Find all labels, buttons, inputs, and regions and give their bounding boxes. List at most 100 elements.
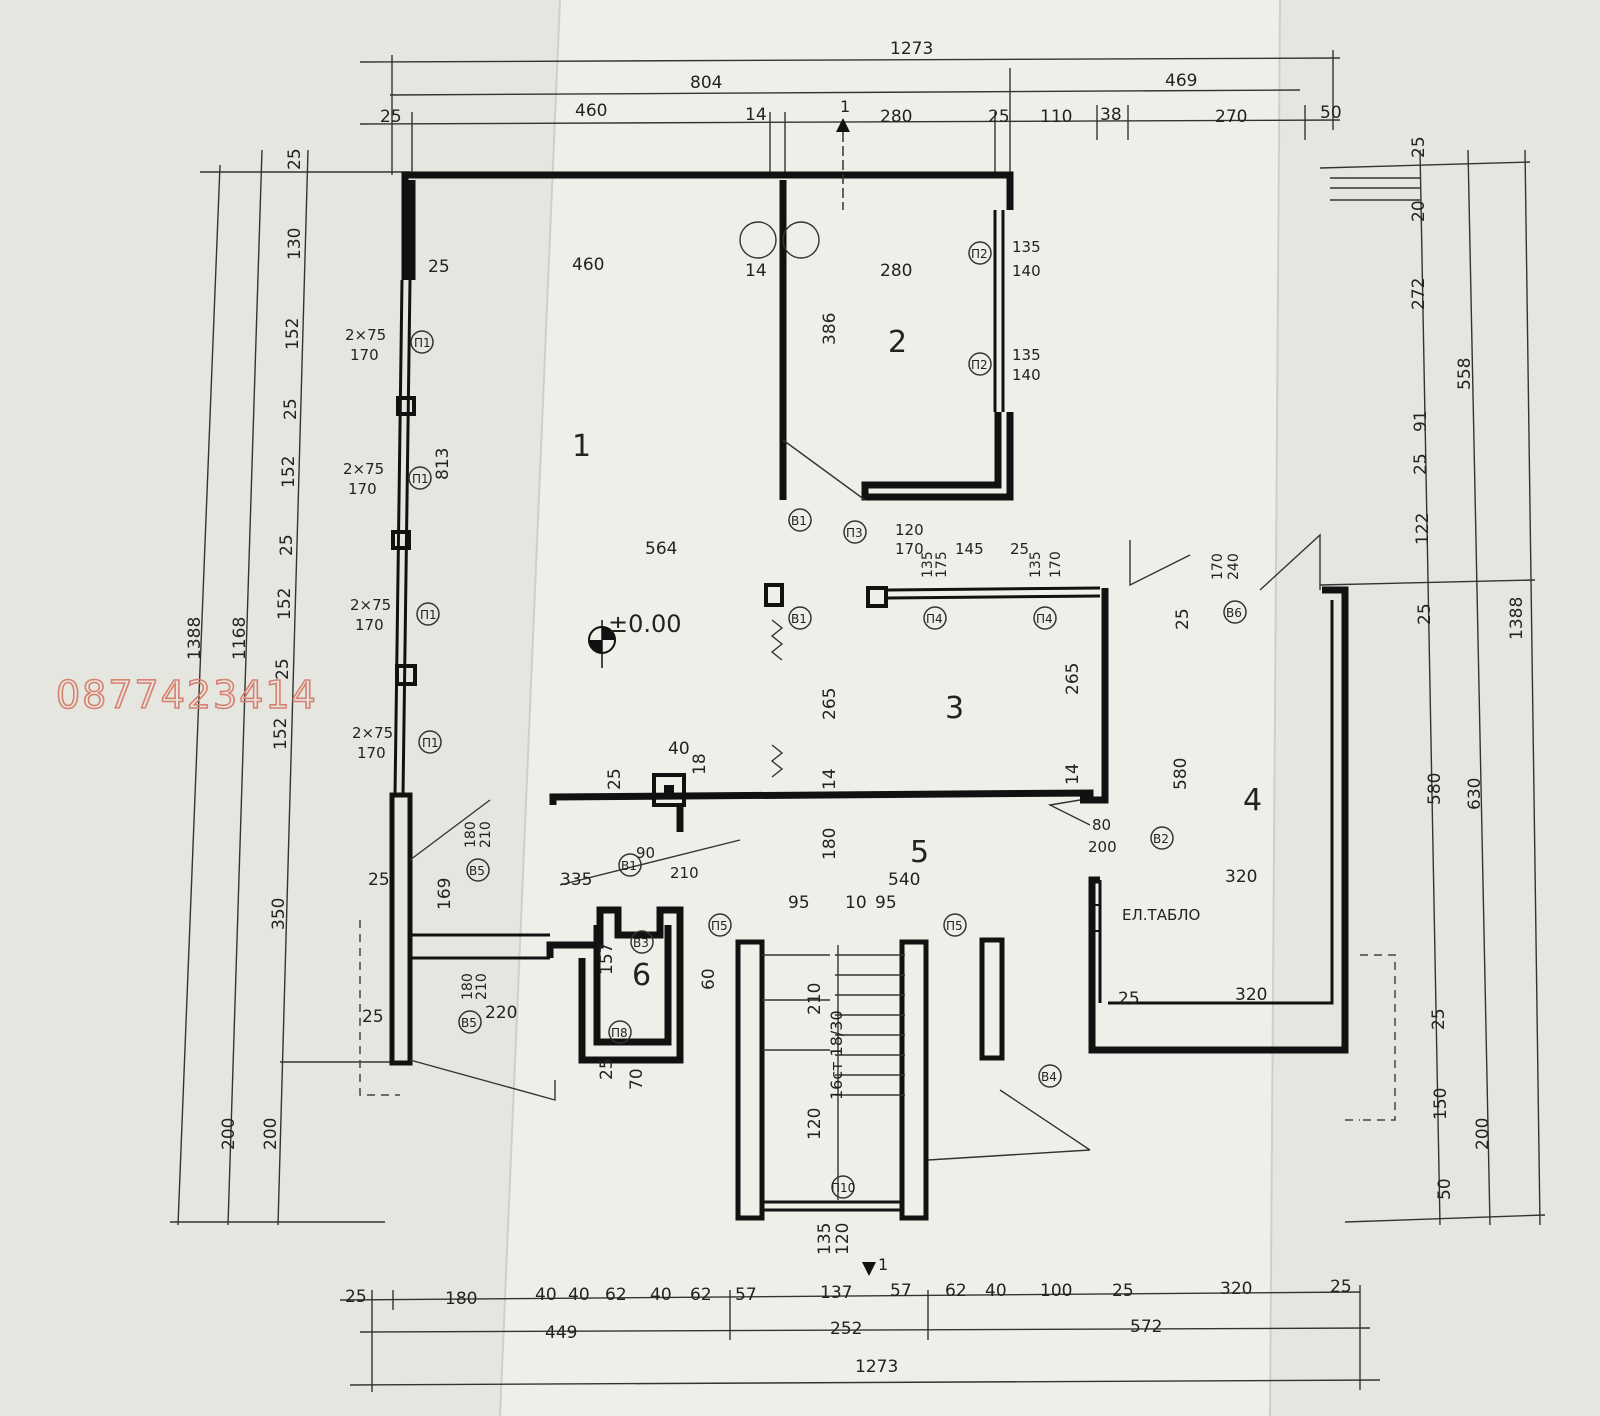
bottom-dim: 25 [345,1287,367,1307]
left-dim: 152 [275,588,295,620]
inner-dim: 25 [1118,989,1140,1009]
room-number: 5 [910,835,929,870]
window-size: 170 [350,346,379,364]
opening-label-p4: П4 [926,612,943,626]
window-size: 2×75 [345,326,386,344]
opening-label-b1: В1 [791,612,807,626]
inner-dim: 120 [833,1223,853,1255]
inner-dim: 25 [362,1007,384,1027]
right-dim: 122 [1413,513,1433,545]
opening-label-p4: П4 [1036,612,1053,626]
opening-label-b1: В1 [621,859,637,873]
bottom-dim: 40 [650,1285,672,1305]
level-mark-label: ±0.00 [608,610,682,638]
stair-note: 16ст 18/30 [827,1010,846,1100]
inner-dim: 40 [668,739,690,759]
bottom-dim: 62 [945,1281,967,1301]
left-dim: 25 [273,658,293,680]
left-second-dim: 1168 [230,617,250,660]
left-dim: 25 [277,534,297,556]
inner-dim: 460 [572,255,604,275]
room-number: 2 [888,325,907,360]
bottom-dim: 25 [1330,1277,1352,1297]
door-size: 80 [1092,816,1111,834]
room-number: 6 [632,958,651,993]
opening-label-p1: П1 [422,736,439,750]
window-size: 2×75 [343,460,384,478]
bottom-dim: 57 [890,1281,912,1301]
window-size: 2×75 [352,724,393,742]
opening-label-b3: В3 [633,936,649,950]
left-dim: 152 [279,456,299,488]
top-dim-469: 469 [1165,71,1197,91]
bottom-dim: 40 [535,1285,557,1305]
inner-dim: 265 [1063,663,1083,695]
door-swings [409,221,1321,1161]
inner-dim: 95 [788,893,810,913]
opening-label-b2: В2 [1153,832,1169,846]
left-dim: 25 [285,148,305,170]
right-dim: 272 [1409,278,1429,310]
window-size: 170 [355,616,384,634]
window-size: 25 [1010,540,1029,558]
inner-dim: 25 [428,257,450,277]
opening-label-p2: П2 [971,247,988,261]
window-size: 120 [895,521,924,539]
right-dim: 91 [1411,410,1431,432]
radiator-marks [770,619,784,778]
top-dim: 50 [1320,103,1342,123]
door-size: 210 [478,821,494,848]
left-dim: 130 [285,228,305,260]
inner-dim: 210 [805,983,825,1015]
right-dim: 25 [1409,136,1429,158]
right-dimension-lines [1319,149,1546,1226]
room-number: 3 [945,691,964,726]
window-size: 175 [934,551,950,578]
bottom-dim: 40 [985,1281,1007,1301]
inner-dim: 95 [875,893,897,913]
opening-label-p1: П1 [420,608,437,622]
top-dim-804: 804 [690,73,722,93]
dashed-outlines [359,920,1396,1121]
inner-dim: 180 [820,828,840,860]
top-dim: 25 [988,107,1010,127]
inner-dim: 14 [820,768,840,790]
inner-dim: 70 [627,1068,647,1090]
bottom-dim: 100 [1040,1281,1072,1301]
door-size: 170 [1210,553,1226,580]
level-mark [588,620,616,668]
left-dim: 152 [271,718,291,750]
right-dim: 20 [1409,200,1429,222]
bottom-dim: 57 [735,1285,757,1305]
right-dim: 25 [1411,453,1431,475]
bottom-dim: 25 [1112,1281,1134,1301]
left-dim: 200 [261,1118,281,1150]
inner-dim: 320 [1225,867,1257,887]
opening-label-b1: В1 [791,514,807,528]
bottom-dim: 62 [690,1285,712,1305]
right-dim: 50 [1435,1178,1455,1200]
window-size: 135 [1012,346,1041,364]
opening-label-b5: В5 [469,864,485,878]
inner-dim: 10 [845,893,867,913]
paper-fold-line [499,0,561,1416]
section-label: 1 [878,1255,888,1274]
inner-dim: 564 [645,539,677,559]
window-size: 170 [895,540,924,558]
bottom-dim: 40 [568,1285,590,1305]
window-size: 2×75 [350,596,391,614]
opening-label-p3: П3 [846,526,863,540]
window-size: 170 [1048,551,1064,578]
top-dim: 14 [745,105,767,125]
top-dim: 280 [880,107,912,127]
left-overall-dim: 1388 [185,617,205,660]
left-dim: 152 [283,318,303,350]
opening-label-p10: П10 [831,1181,855,1195]
inner-dim: 280 [880,261,912,281]
bottom-dim: 320 [1220,1279,1252,1299]
bottom-dim: 180 [445,1289,477,1309]
left-dim: 25 [281,398,301,420]
window-size: 135 [1028,551,1044,578]
door-size: 200 [1088,838,1117,856]
